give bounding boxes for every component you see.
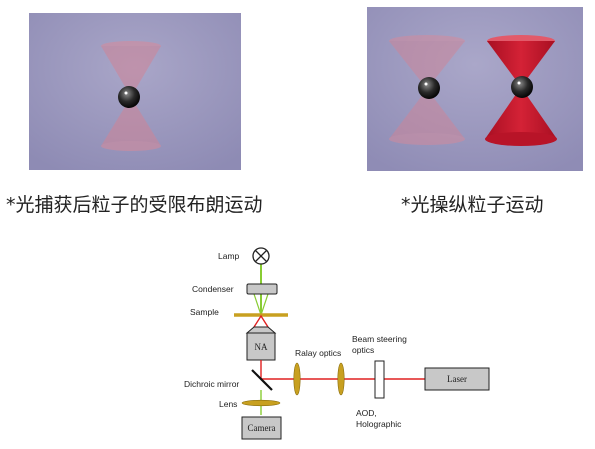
faint-light-cone <box>389 35 465 145</box>
laser-source <box>424 367 490 391</box>
relay-optics-label: Ralay optics <box>295 348 341 358</box>
aod-label-2: Holographic <box>356 419 402 429</box>
manipulated-particle-render <box>367 7 583 171</box>
dichroic-mirror <box>251 369 273 391</box>
trapped-particle-render <box>29 13 241 170</box>
lamp-icon <box>252 247 270 265</box>
relay-lens-2 <box>337 362 345 396</box>
relay-lens-1 <box>293 362 301 396</box>
condenser <box>246 283 278 295</box>
beam-steering-label-2: optics <box>352 345 374 355</box>
beam-steering-label-1: Beam steering <box>352 334 407 344</box>
dichroic-mirror-label: Dichroic mirror <box>184 379 239 389</box>
particle-left <box>418 77 440 99</box>
lamp-label: Lamp <box>218 251 240 261</box>
caption-optical-manipulation: *光操纵粒子运动 <box>401 194 544 216</box>
aod-label-1: AOD, <box>356 408 377 418</box>
trapped-particle <box>118 86 140 108</box>
particle-right <box>511 76 533 98</box>
sample-label: Sample <box>190 307 219 317</box>
condenser-label: Condenser <box>192 284 234 294</box>
laser-label: Laser <box>447 374 467 384</box>
camera <box>241 416 282 440</box>
camera-label: Camera <box>248 423 276 433</box>
lens-label: Lens <box>219 399 237 409</box>
active-light-cone <box>485 35 557 146</box>
na-label: NA <box>255 342 268 352</box>
focused-light-cone <box>101 41 161 151</box>
beam-steering-optics <box>374 360 385 399</box>
caption-trapped-brownian-motion: *光捕获后粒子的受限布朗运动 <box>6 194 263 216</box>
laser-focus <box>253 314 269 328</box>
lens <box>241 399 281 407</box>
